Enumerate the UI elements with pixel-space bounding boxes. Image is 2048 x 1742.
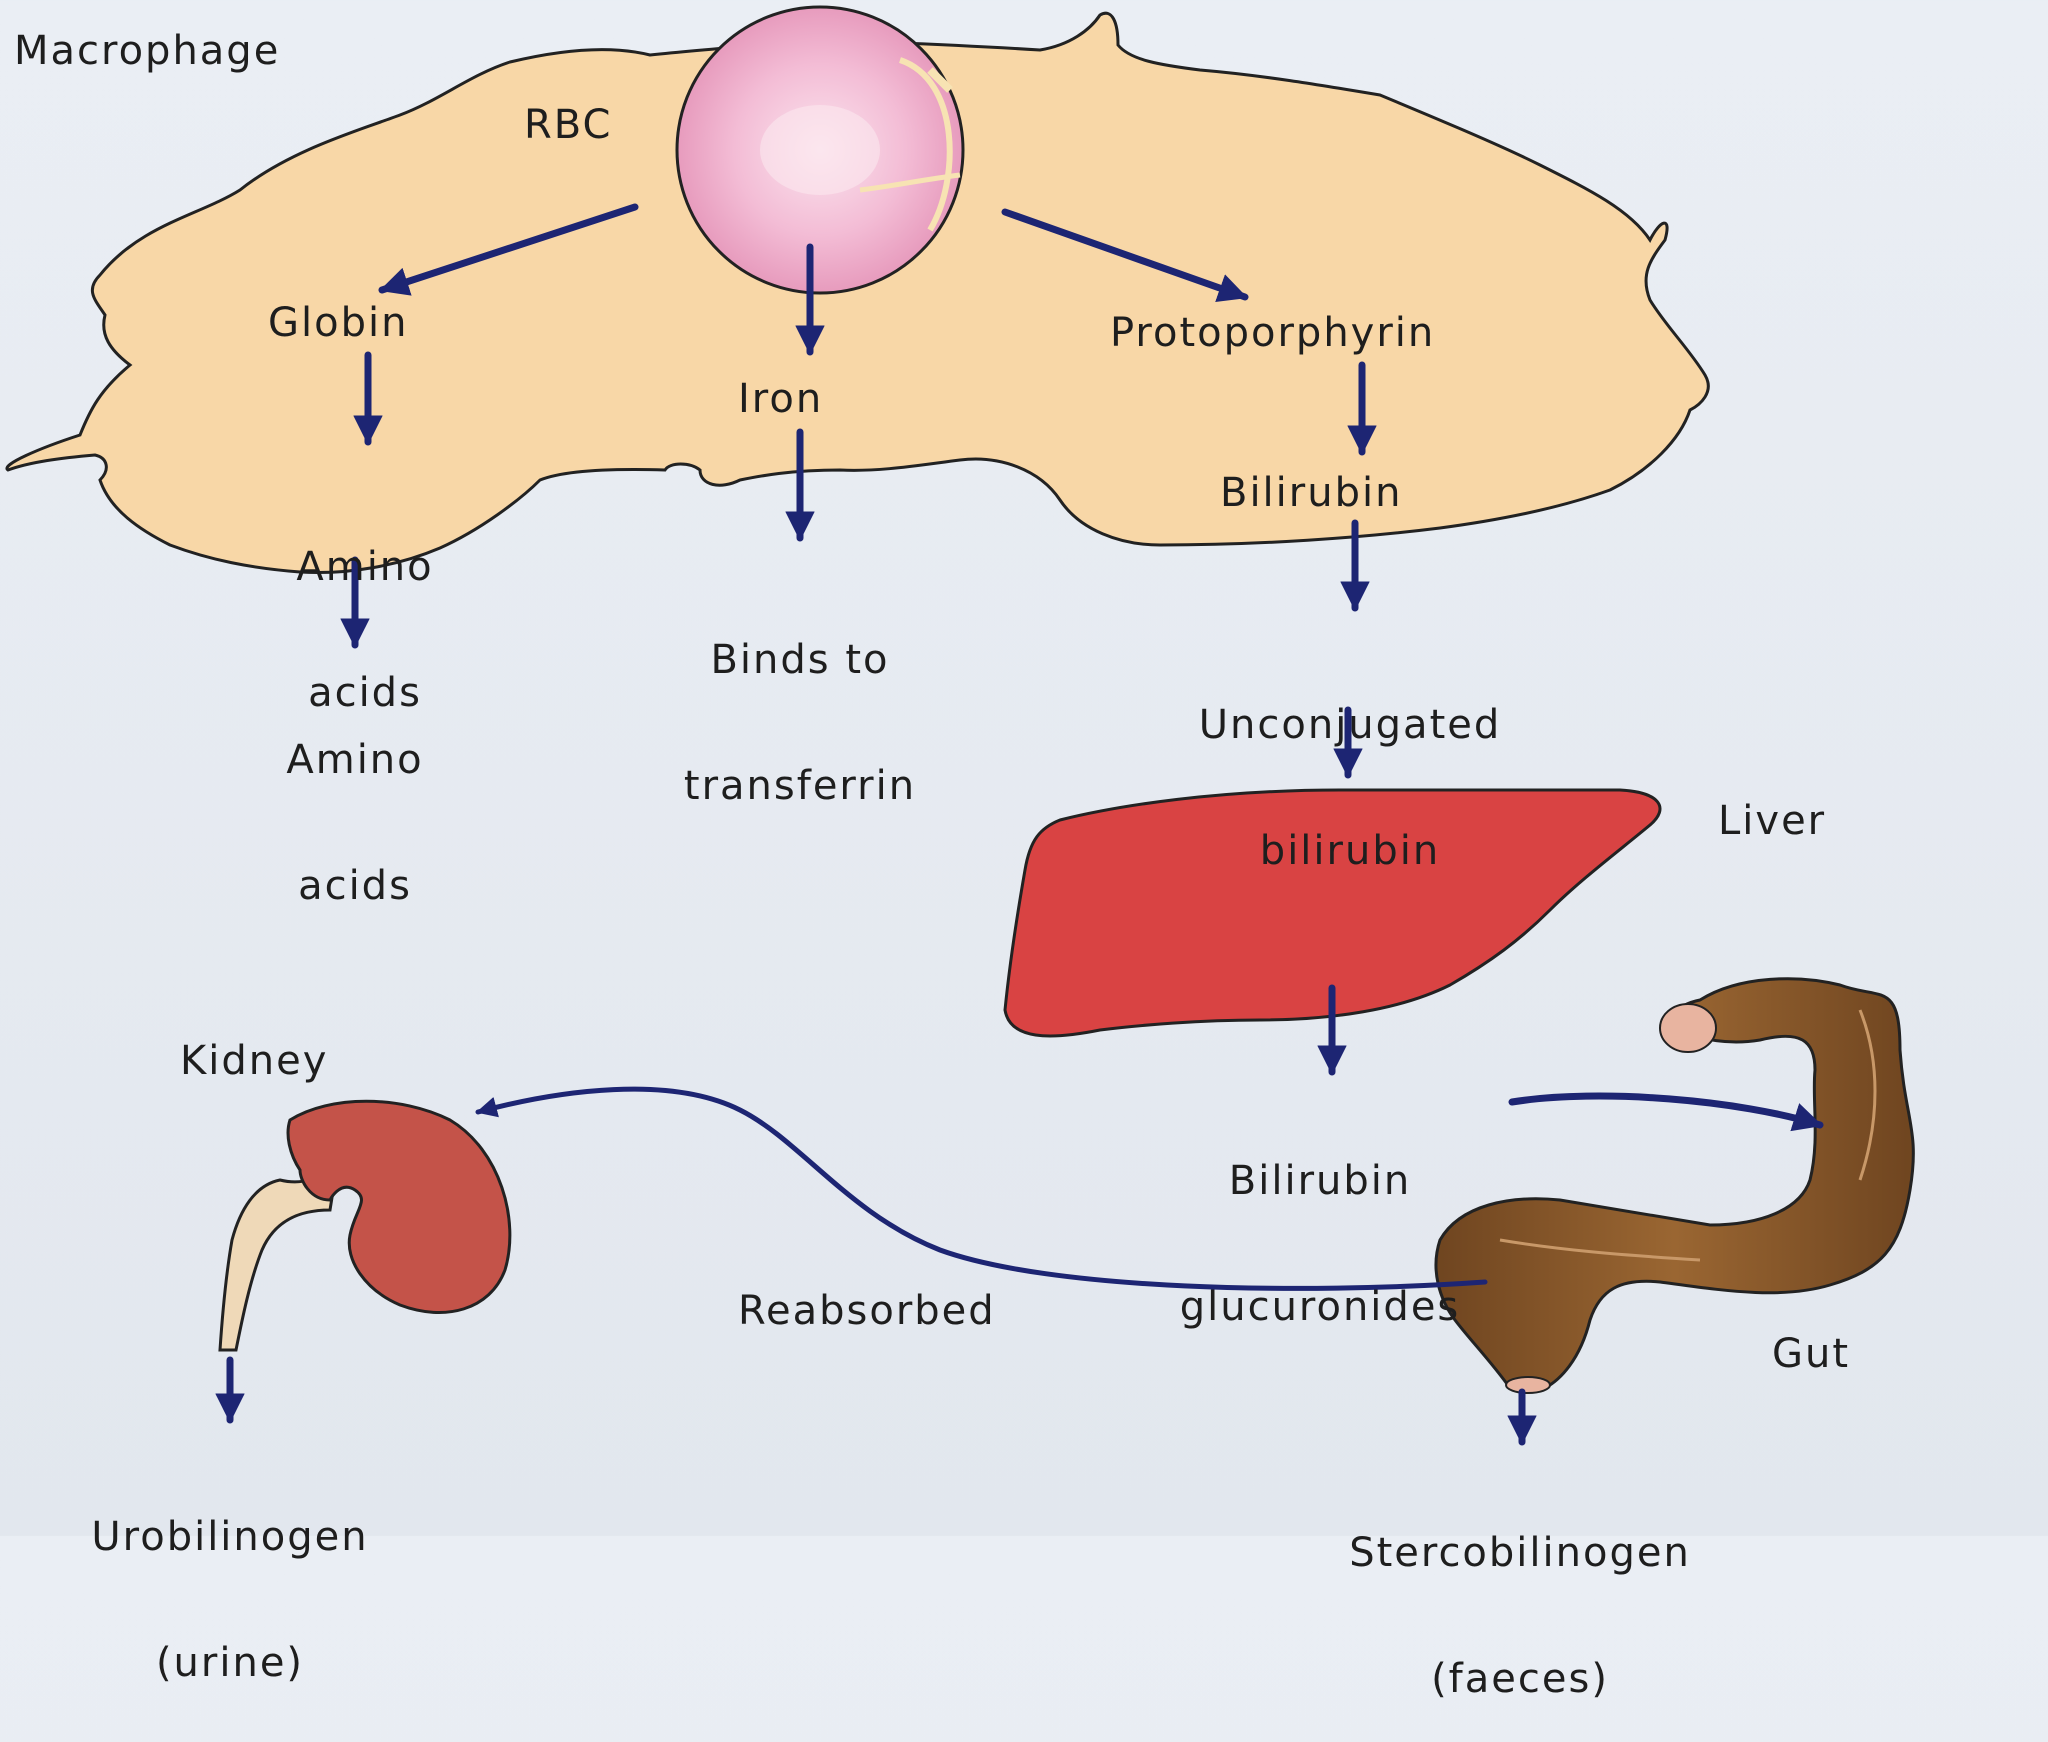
label-urobilinogen: Urobilinogen (urine) xyxy=(0,1432,460,1726)
arrow-glucuronides-to-gut xyxy=(1508,1092,1824,1132)
label-amino-acids-out-line1: Amino xyxy=(286,737,424,783)
label-unconjugated-bilirubin: Unconjugated bilirubin xyxy=(1100,620,1600,914)
label-amino-acids-inside-line2: acids xyxy=(308,670,422,716)
label-amino-acids-inside-line1: Amino xyxy=(296,544,434,590)
label-protoporphyrin: Protoporphyrin xyxy=(1110,310,1436,356)
label-iron: Iron xyxy=(738,376,824,422)
label-stercobilinogen-line1: Stercobilinogen xyxy=(1349,1530,1691,1576)
label-binds-line2: transferrin xyxy=(683,763,917,809)
label-glucuronides-line1: Bilirubin xyxy=(1228,1158,1412,1204)
label-macrophage: Macrophage xyxy=(14,28,281,74)
bilirubin-metabolism-diagram xyxy=(5,5,1915,1446)
label-urobilinogen-line1: Urobilinogen xyxy=(91,1514,369,1560)
label-unconjugated-line1: Unconjugated xyxy=(1198,702,1502,748)
label-stercobilinogen: Stercobilinogen (faeces) xyxy=(1260,1448,1780,1742)
arrow-rbc-to-globin xyxy=(378,203,639,296)
label-kidney: Kidney xyxy=(180,1038,329,1084)
arrow-reabsorbed-to-kidney xyxy=(475,1086,1488,1291)
label-amino-acids-inside: Amino acids xyxy=(240,462,490,756)
label-binds-to-transferrin: Binds to transferrin xyxy=(600,555,1000,849)
label-reabsorbed: Reabsorbed xyxy=(738,1288,996,1334)
rbc-cell xyxy=(675,5,965,295)
label-binds-line1: Binds to xyxy=(710,637,890,683)
gut-organ xyxy=(1434,977,1915,1394)
label-glucuronides-line2: glucuronides xyxy=(1179,1284,1461,1330)
label-bilirubin: Bilirubin xyxy=(1220,470,1403,516)
label-bilirubin-glucuronides: Bilirubin glucuronides xyxy=(1090,1076,1550,1370)
kidney-organ xyxy=(218,1099,512,1352)
label-liver: Liver xyxy=(1718,798,1827,844)
label-amino-acids-out: Amino acids xyxy=(230,655,480,949)
label-stercobilinogen-line2: (faeces) xyxy=(1431,1656,1609,1702)
label-unconjugated-line2: bilirubin xyxy=(1259,828,1441,874)
label-rbc: RBC xyxy=(524,102,613,148)
label-amino-acids-out-line2: acids xyxy=(298,863,412,909)
label-gut: Gut xyxy=(1772,1331,1851,1377)
arrow-rbc-to-protoporphyrin xyxy=(1001,208,1249,303)
label-globin: Globin xyxy=(268,300,409,346)
label-urobilinogen-line2: (urine) xyxy=(155,1640,305,1686)
liver-organ xyxy=(1003,788,1662,1038)
